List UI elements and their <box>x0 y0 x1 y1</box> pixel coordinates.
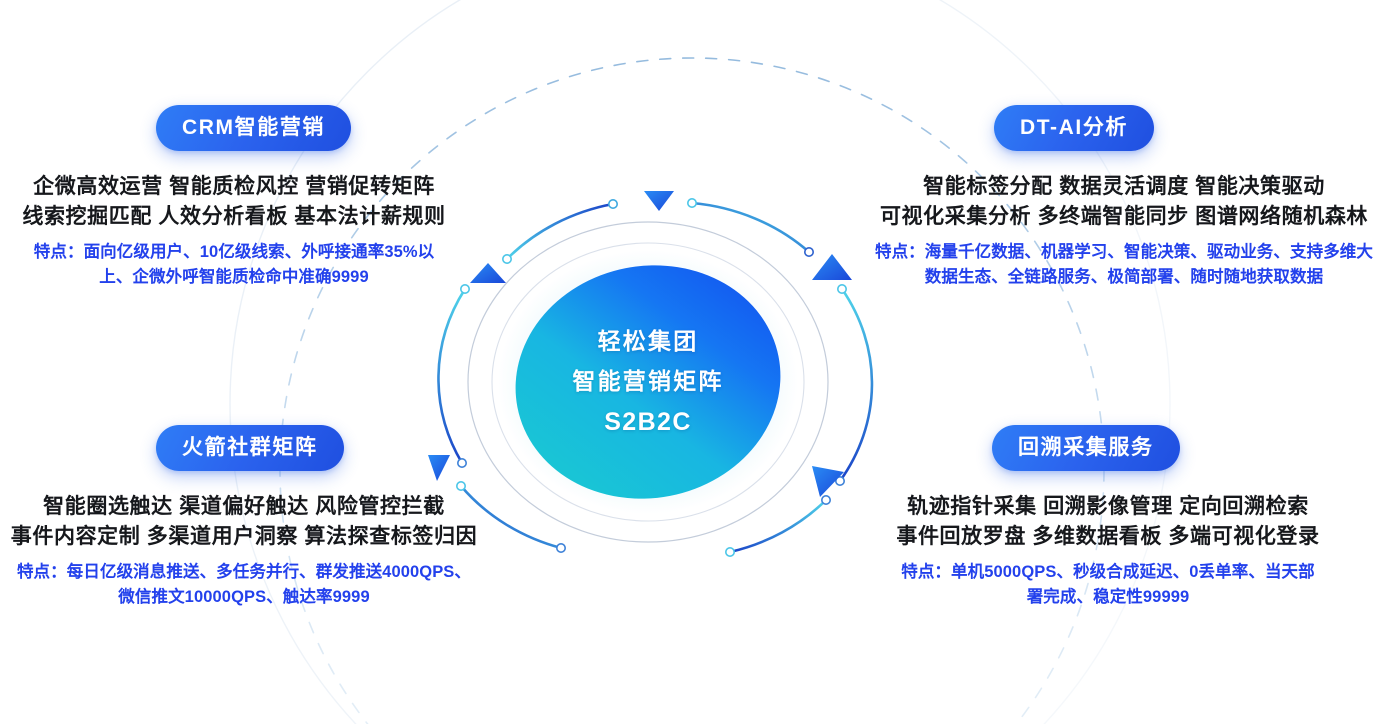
triangle-marker-upper-left <box>470 263 506 283</box>
headline-line: 智能圈选触达 渠道偏好触达 风险管控拦截 <box>43 495 445 518</box>
feature-crm: 特点：面向亿级用户、10亿级线索、外呼接通率35%以 上、企微外呼智能质检命中准… <box>8 240 460 291</box>
feature-text: 单机5000QPS、秒级合成延迟、0丢单率、当天部 <box>951 562 1315 581</box>
quadrant-rocket-community-matrix: 火箭社群矩阵 智能圈选触达 渠道偏好触达 风险管控拦截 事件内容定制 多渠道用户… <box>8 425 480 611</box>
arc-segment-top-right <box>686 198 814 258</box>
feature-line: 特点：单机5000QPS、秒级合成延迟、0丢单率、当天部 <box>872 560 1344 586</box>
headline-line: 企微高效运营 智能质检风控 营销促转矩阵 <box>33 175 435 198</box>
feature-label: 特点： <box>33 242 84 261</box>
feature-line: 特点：每日亿级消息推送、多任务并行、群发推送4000QPS、 <box>8 560 480 586</box>
arc-segment-top <box>501 199 618 265</box>
center-title-line-3: S2B2C <box>604 407 692 436</box>
feature-text: 面向亿级用户、10亿级线索、外呼接通率35%以 <box>83 242 435 261</box>
quadrant-dt-ai-analysis: DT-AI分析 智能标签分配 数据灵活调度 智能决策驱动 可视化采集分析 多终端… <box>872 105 1376 291</box>
headline-line: 可视化采集分析 多终端智能同步 图谱网络随机森林 <box>879 204 1369 228</box>
orbit-ring-inner <box>491 242 805 522</box>
triangle-marker-top <box>644 191 674 211</box>
quadrant-crm-intelligent-marketing: CRM智能营销 企微高效运营 智能质检风控 营销促转矩阵 线索挖掘匹配 人效分析… <box>8 105 460 291</box>
feature-line: 特点：面向亿级用户、10亿级线索、外呼接通率35%以 <box>8 240 460 266</box>
arc-segment-right <box>834 283 874 486</box>
core-glow <box>498 250 798 514</box>
triangle-marker-lower-right <box>812 466 844 497</box>
pill-traceback-collection-service[interactable]: 回溯采集服务 <box>992 425 1180 471</box>
center-title-line-1: 轻松集团 <box>597 327 699 354</box>
feature-line: 数据生态、全链路服务、极简部署、随时随地获取数据 <box>924 268 1324 287</box>
feature-label: 特点： <box>874 242 925 261</box>
pill-dt-ai-analysis[interactable]: DT-AI分析 <box>994 105 1155 151</box>
feature-text: 海量千亿数据、机器学习、智能决策、驱动业务、支持多维大 <box>924 242 1373 261</box>
pill-rocket-community-matrix[interactable]: 火箭社群矩阵 <box>156 425 344 471</box>
headlines-rocket: 智能圈选触达 渠道偏好触达 风险管控拦截 事件内容定制 多渠道用户洞察 算法探查… <box>8 492 480 552</box>
headlines-traceback: 轨迹指针采集 回溯影像管理 定向回溯检索 事件回放罗盘 多维数据看板 多端可视化… <box>872 492 1344 552</box>
feature-dt-ai: 特点：海量千亿数据、机器学习、智能决策、驱动业务、支持多维大 数据生态、全链路服… <box>872 240 1376 291</box>
headlines-crm: 企微高效运营 智能质检风控 营销促转矩阵 线索挖掘匹配 人效分析看板 基本法计薪… <box>8 172 460 232</box>
headline-line: 事件内容定制 多渠道用户洞察 算法探查标签归因 <box>10 524 478 548</box>
triangle-marker-upper-right <box>812 254 852 280</box>
feature-line: 微信推文10000QPS、触达率9999 <box>118 588 370 607</box>
feature-line: 署完成、稳定性99999 <box>1026 588 1190 607</box>
center-title-block: 轻松集团 智能营销矩阵 S2B2C <box>516 293 780 471</box>
feature-traceback: 特点：单机5000QPS、秒级合成延迟、0丢单率、当天部 署完成、稳定性9999… <box>872 560 1344 611</box>
core-ellipse <box>515 265 781 499</box>
pill-crm-intelligent-marketing[interactable]: CRM智能营销 <box>156 105 352 151</box>
feature-label: 特点： <box>901 562 952 581</box>
arc-segment-bottom-right <box>724 494 831 557</box>
headline-line: 线索挖掘匹配 人效分析看板 基本法计薪规则 <box>22 204 446 228</box>
feature-text: 每日亿级消息推送、多任务并行、群发推送4000QPS、 <box>66 562 472 581</box>
feature-line: 特点：海量千亿数据、机器学习、智能决策、驱动业务、支持多维大 <box>872 240 1376 266</box>
headline-line: 事件回放罗盘 多维数据看板 多端可视化登录 <box>896 524 1320 548</box>
headline-line: 轨迹指针采集 回溯影像管理 定向回溯检索 <box>907 495 1309 518</box>
orbit-ring-outer <box>467 221 829 543</box>
headline-line: 智能标签分配 数据灵活调度 智能决策驱动 <box>923 175 1325 198</box>
feature-line: 上、企微外呼智能质检命中准确9999 <box>99 268 369 287</box>
feature-rocket: 特点：每日亿级消息推送、多任务并行、群发推送4000QPS、 微信推文10000… <box>8 560 480 611</box>
headlines-dt-ai: 智能标签分配 数据灵活调度 智能决策驱动 可视化采集分析 多终端智能同步 图谱网… <box>872 172 1376 232</box>
feature-label: 特点： <box>16 562 67 581</box>
quadrant-traceback-collection-service: 回溯采集服务 轨迹指针采集 回溯影像管理 定向回溯检索 事件回放罗盘 多维数据看… <box>872 425 1344 611</box>
center-title-line-2: 智能营销矩阵 <box>572 367 724 394</box>
